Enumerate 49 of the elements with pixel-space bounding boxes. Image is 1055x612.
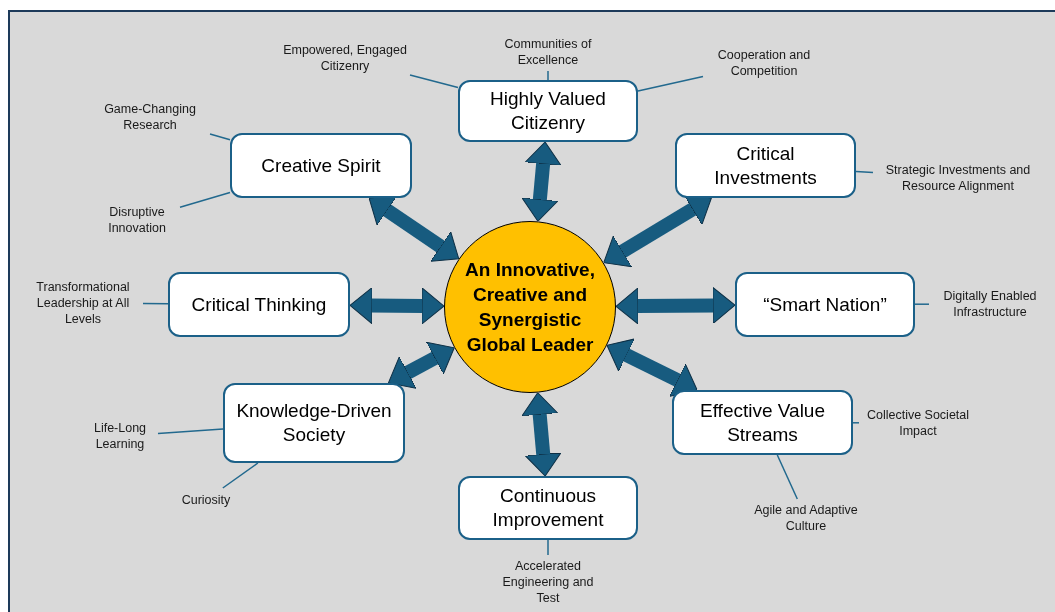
concept-label: “Smart Nation” bbox=[763, 292, 887, 317]
leader-line bbox=[409, 74, 459, 89]
outcome-label: Life-Long Learning bbox=[85, 420, 155, 452]
outcome-label: Agile and Adaptive Culture bbox=[738, 502, 874, 534]
outcome-label: Digitally Enabled Infrastructure bbox=[932, 288, 1048, 320]
concept-box bbox=[223, 383, 405, 463]
concept-label: Effective Value Streams bbox=[699, 398, 826, 447]
double-arrow bbox=[349, 287, 445, 325]
concept-box bbox=[230, 133, 412, 198]
goal-label: An Innovative, Creative and Synergistic Global Leader bbox=[464, 258, 596, 357]
leader-line bbox=[142, 302, 169, 305]
leader-line bbox=[222, 462, 259, 489]
leader-line bbox=[855, 170, 874, 174]
leader-line bbox=[157, 428, 224, 435]
outcome-label: Strategic Investments and Resource Alignment bbox=[876, 162, 1040, 194]
leader-line bbox=[637, 75, 704, 92]
double-arrow bbox=[615, 286, 736, 325]
double-arrow bbox=[521, 392, 562, 477]
concept-box bbox=[735, 272, 915, 337]
outcome-label: Communities of Excellence bbox=[493, 36, 603, 68]
concept-box bbox=[458, 476, 638, 540]
leader-line bbox=[547, 70, 549, 81]
concept-box bbox=[672, 390, 853, 455]
double-arrow bbox=[387, 341, 455, 389]
outcome-label: Transformational Leadership at All Levels bbox=[26, 279, 140, 327]
outcome-label: Accelerated Engineering and Test bbox=[496, 558, 600, 606]
outcome-label: Disruptive Innovation bbox=[97, 204, 177, 236]
concept-label: Critical Investments bbox=[713, 141, 818, 190]
concept-label: Highly Valued Citizenry bbox=[489, 87, 607, 135]
concept-label: Continuous Improvement bbox=[491, 484, 605, 532]
concept-box bbox=[675, 133, 856, 198]
leader-line bbox=[179, 191, 231, 209]
leader-line bbox=[914, 303, 930, 305]
double-arrow bbox=[521, 141, 562, 222]
leader-line bbox=[547, 539, 549, 556]
double-arrow bbox=[606, 338, 698, 397]
concept-label: Creative Spirit bbox=[261, 153, 381, 178]
outcome-label: Empowered, Engaged Citizenry bbox=[283, 41, 407, 75]
concept-box bbox=[458, 80, 638, 142]
outcome-label: Game-Changing Research bbox=[93, 101, 207, 133]
outcome-label: Curiosity bbox=[174, 491, 238, 509]
concept-label: Knowledge-Driven Society bbox=[235, 399, 393, 447]
leader-line bbox=[209, 133, 231, 141]
outcome-label: Collective Societal Impact bbox=[862, 407, 974, 439]
outcome-label: Cooperation and Competition bbox=[706, 47, 822, 79]
leader-line bbox=[776, 454, 799, 500]
concept-box bbox=[168, 272, 350, 337]
concept-label: Critical Thinking bbox=[191, 292, 327, 317]
leader-line bbox=[852, 422, 860, 424]
